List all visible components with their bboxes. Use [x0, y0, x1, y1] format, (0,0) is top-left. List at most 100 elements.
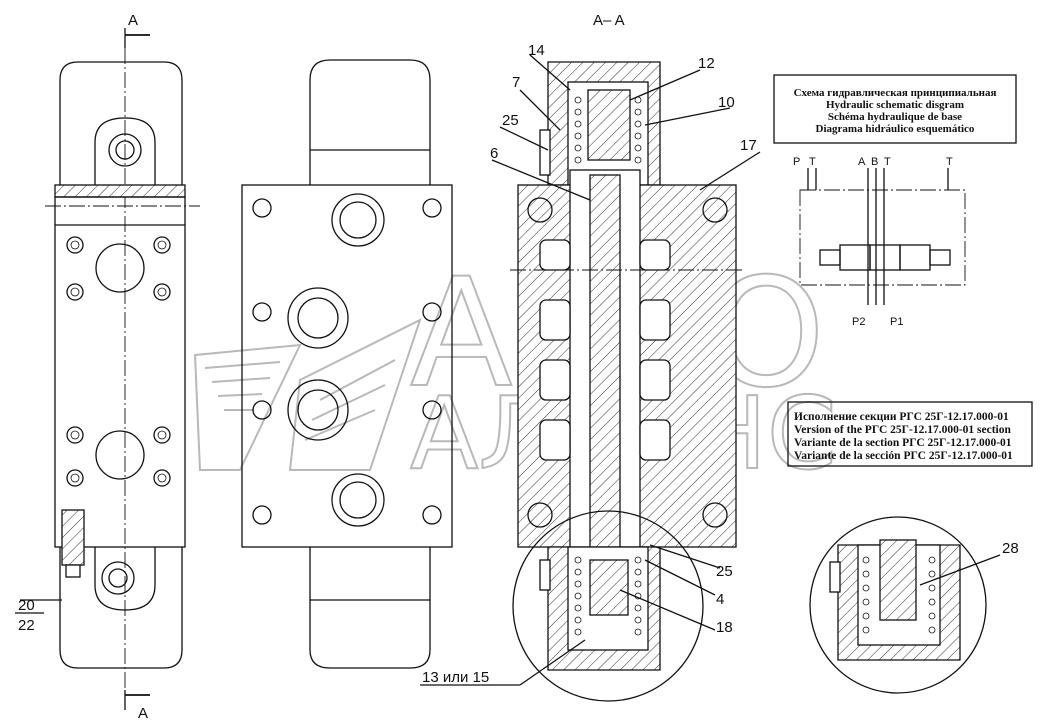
- bolt-hole: [422, 505, 442, 525]
- bolt-hole-inner: [157, 473, 167, 483]
- detail-spool: [879, 539, 917, 621]
- lower-eye: [94, 547, 156, 611]
- screw-head: [65, 564, 81, 578]
- bolt-hole-inner: [157, 430, 167, 440]
- callout-22: 22: [18, 617, 35, 634]
- leader-10: [644, 107, 731, 126]
- front-lower-cap: [309, 547, 431, 669]
- detail-circle-right: [809, 516, 987, 694]
- callout-14: 14: [528, 42, 545, 59]
- channel: [639, 359, 671, 401]
- version-line-ru: Исполнение секции РГС 25Г-12.17.000-01: [794, 411, 1009, 423]
- channel: [539, 299, 571, 341]
- port-hole-large: [287, 287, 349, 349]
- callout-4: 4: [716, 591, 724, 608]
- bolt-hole: [252, 302, 272, 322]
- bolt-hole: [252, 198, 272, 218]
- schematic-caption-en: Hydraulic schematic disgram: [826, 99, 964, 111]
- callout-28: 28: [1002, 540, 1019, 557]
- upper-cap: [59, 61, 183, 185]
- leader-28: [919, 554, 1001, 586]
- section-title: A– A: [593, 12, 625, 29]
- bolt-hole: [66, 426, 84, 444]
- top-spring: [574, 96, 642, 164]
- version-line-en: Version of the РГС 25Г-12.17.000-01 sect…: [794, 424, 1011, 436]
- section-mark-top: A: [128, 12, 138, 29]
- version-line-es: Variante de la sección РГС 25Г-12.17.000…: [794, 450, 1013, 462]
- port-t-mid: T: [884, 156, 891, 168]
- bolt-hole-inner: [157, 287, 167, 297]
- callout-12: 12: [698, 55, 715, 72]
- port-b: B: [871, 156, 878, 168]
- bolt-hole-inner: [157, 240, 167, 250]
- schematic-caption-ru: Схема гидравлическая принципиальная: [794, 87, 997, 99]
- callout-18: 18: [716, 619, 733, 636]
- channel: [639, 419, 671, 461]
- leader-25-top: [499, 126, 549, 151]
- port-hole: [95, 243, 145, 293]
- section-hole: [527, 502, 553, 528]
- leader-12: [629, 69, 701, 101]
- detail-spring: [862, 556, 936, 634]
- bolt-hole-inner: [70, 473, 80, 483]
- port-p: P: [793, 156, 800, 168]
- port-t-right: T: [946, 156, 953, 168]
- section-hole: [702, 502, 728, 528]
- callout-10: 10: [718, 94, 735, 111]
- bolt-hole: [153, 469, 171, 487]
- top-spring-seat: [587, 89, 631, 161]
- front-view: [241, 59, 453, 669]
- detail-view: [809, 516, 1001, 694]
- leader-13: [519, 639, 586, 686]
- schematic-caption-es: Diagrama hidráulico esquemático: [816, 123, 975, 135]
- detail-plug: [829, 561, 841, 593]
- leader-6: [491, 159, 591, 201]
- leader-18: [619, 589, 716, 631]
- side-view: [15, 28, 200, 710]
- bolt-hole: [252, 505, 272, 525]
- callout-7: 7: [512, 74, 520, 91]
- lower-eye-hole: [101, 561, 135, 595]
- callout-17: 17: [740, 137, 757, 154]
- bolt-hole: [252, 400, 272, 420]
- callout-6: 6: [490, 145, 498, 162]
- schematic-caption-frame: [773, 74, 1017, 144]
- detail-circle-left: [512, 510, 704, 702]
- bottom-spring-seat: [589, 559, 629, 616]
- channel: [539, 419, 571, 461]
- body-outline: [54, 196, 186, 548]
- port-p2: P2: [852, 316, 865, 328]
- leader-17: [699, 151, 761, 191]
- channel: [539, 359, 571, 401]
- port-hole-inner: [297, 297, 339, 339]
- section-hole: [702, 197, 728, 223]
- top-plug: [539, 129, 551, 176]
- port-hole-large: [331, 193, 385, 247]
- bottom-spring: [574, 556, 642, 636]
- section-hole: [527, 197, 553, 223]
- bolt-hole-inner: [70, 240, 80, 250]
- lower-eye-bore: [108, 568, 128, 588]
- leader-7: [519, 89, 561, 131]
- bolt-hole: [422, 400, 442, 420]
- bolt-hole-inner: [70, 430, 80, 440]
- port-hole-large: [287, 379, 349, 441]
- port-hole-large: [331, 473, 385, 527]
- bolt-hole: [66, 283, 84, 301]
- port-t-left: T: [809, 156, 816, 168]
- version-line-fr: Variante de la section РГС 25Г-12.17.000…: [794, 437, 1012, 449]
- channel: [639, 299, 671, 341]
- bolt-hole: [153, 236, 171, 254]
- bolt-hole: [422, 302, 442, 322]
- upper-eye-bore: [115, 140, 135, 160]
- lower-cap: [59, 547, 183, 669]
- watermark-logo: [193, 318, 422, 471]
- callout-13-15: 13 или 15: [422, 669, 489, 686]
- bottom-plug: [539, 559, 551, 591]
- bolt-hole: [422, 198, 442, 218]
- leader-25-bottom: [649, 544, 721, 569]
- port-hole: [95, 430, 145, 480]
